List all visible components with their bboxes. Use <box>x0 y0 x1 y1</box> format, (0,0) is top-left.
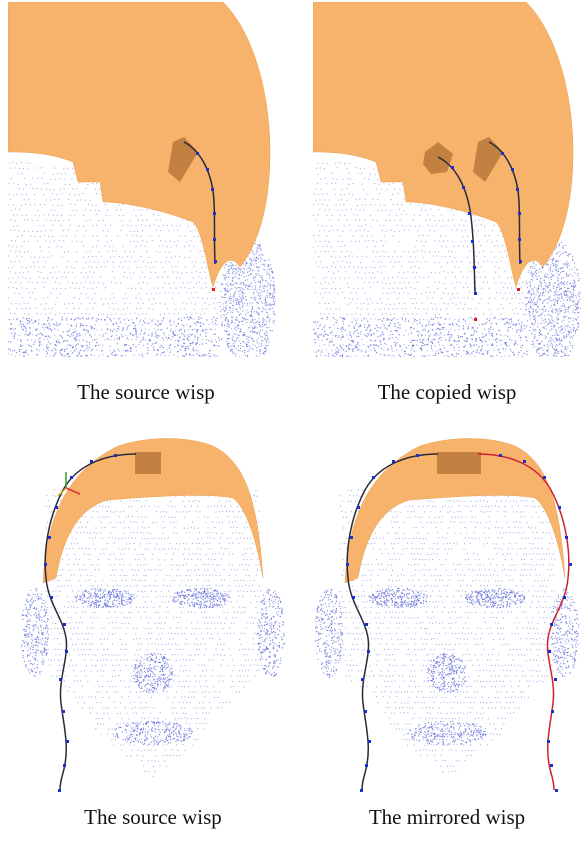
control-point <box>569 563 572 566</box>
control-point <box>65 650 68 653</box>
control-point <box>563 596 566 599</box>
control-point <box>392 460 395 463</box>
control-point <box>551 710 554 713</box>
control-point <box>499 454 502 457</box>
control-point <box>63 764 66 767</box>
control-point <box>519 260 522 263</box>
copied-wisp-side-render <box>313 2 581 357</box>
control-point <box>523 460 526 463</box>
control-point <box>516 188 519 191</box>
wisp-patch <box>135 452 161 474</box>
caption-copied-wisp: The copied wisp <box>313 380 581 405</box>
control-point <box>63 623 66 626</box>
control-point <box>213 238 216 241</box>
control-point <box>550 764 553 767</box>
control-point <box>365 764 368 767</box>
control-point <box>518 212 521 215</box>
control-point <box>372 476 375 479</box>
control-point <box>211 188 214 191</box>
caption-source-wisp-front: The source wisp <box>8 805 298 830</box>
control-point <box>548 650 551 653</box>
caption-mirrored-wisp: The mirrored wisp <box>313 805 581 830</box>
control-point <box>62 710 65 713</box>
source-wisp-front-view <box>8 428 298 798</box>
root-point <box>517 288 520 291</box>
control-point <box>547 740 550 743</box>
control-point <box>59 678 62 681</box>
control-point <box>518 238 521 241</box>
control-point <box>58 789 61 792</box>
control-point <box>196 152 199 155</box>
control-point <box>360 789 363 792</box>
control-point <box>55 506 58 509</box>
scalp-surface <box>313 2 573 287</box>
source-wisp-front-render <box>8 428 298 798</box>
wisp-patch-mirrored <box>463 452 481 474</box>
control-point <box>50 596 53 599</box>
control-point <box>361 678 364 681</box>
control-point <box>451 166 454 169</box>
control-point <box>90 460 93 463</box>
control-point <box>357 506 360 509</box>
control-point <box>367 650 370 653</box>
wisp-patch <box>437 452 463 474</box>
control-point <box>543 476 546 479</box>
root-point-copy <box>474 318 477 321</box>
control-point <box>365 623 368 626</box>
control-point <box>206 168 209 171</box>
control-point <box>70 476 73 479</box>
control-point <box>511 168 514 171</box>
control-point <box>468 212 471 215</box>
control-point <box>346 563 349 566</box>
mirrored-wisp-front-render <box>313 428 581 798</box>
control-point <box>554 678 557 681</box>
control-point <box>352 596 355 599</box>
caption-source-wisp-side: The source wisp <box>8 380 284 405</box>
control-point <box>48 536 51 539</box>
control-point <box>474 292 477 295</box>
source-wisp-side-render <box>8 2 278 357</box>
control-point <box>214 260 217 263</box>
control-point <box>550 623 553 626</box>
control-point <box>213 212 216 215</box>
control-point <box>555 789 558 792</box>
control-point <box>364 710 367 713</box>
control-point <box>462 186 465 189</box>
control-point <box>368 740 371 743</box>
source-wisp-side-view <box>8 2 278 357</box>
control-point <box>473 266 476 269</box>
root-point <box>212 288 215 291</box>
copied-wisp-side-view <box>313 2 581 357</box>
control-point <box>558 506 561 509</box>
control-point <box>501 152 504 155</box>
control-point <box>471 240 474 243</box>
control-point <box>66 740 69 743</box>
control-point <box>114 454 117 457</box>
scalp-surface <box>8 2 270 287</box>
mirrored-wisp-front-view <box>313 428 581 798</box>
control-point <box>565 536 568 539</box>
control-point <box>44 563 47 566</box>
control-point <box>350 536 353 539</box>
control-point <box>416 454 419 457</box>
